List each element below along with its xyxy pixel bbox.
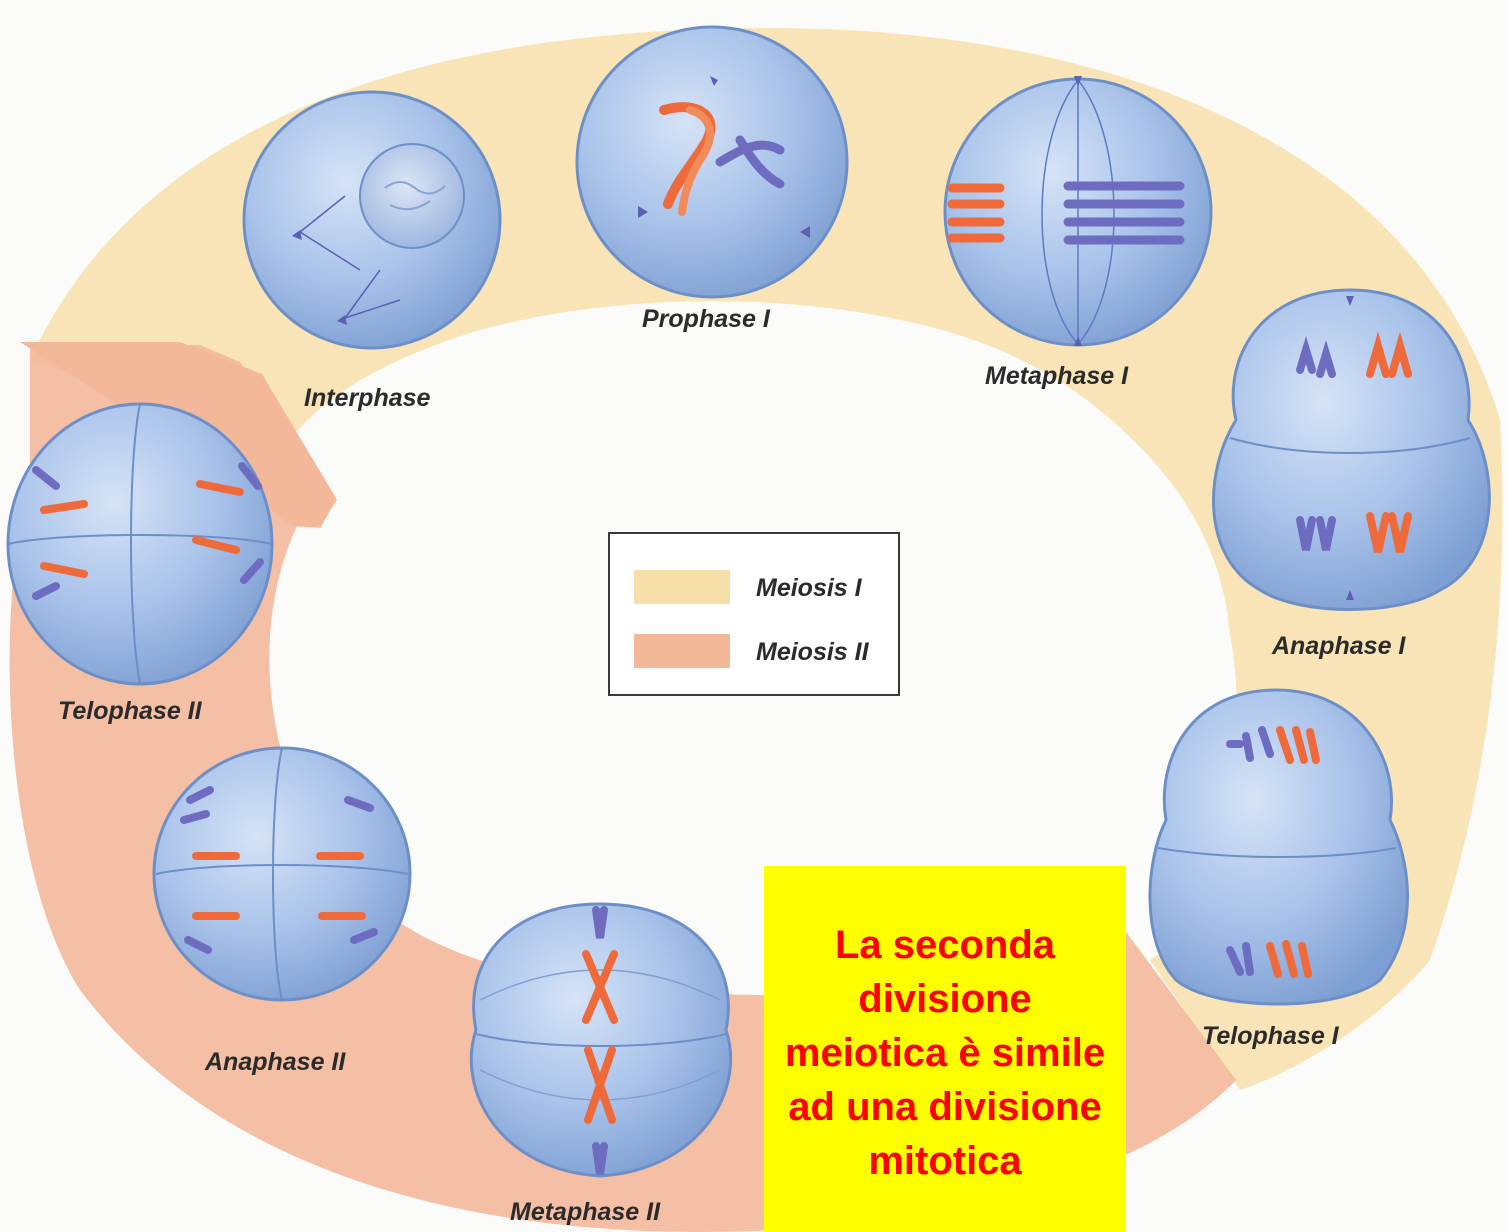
note-box: La seconda divisione meiotica è simile a… <box>764 866 1126 1232</box>
label-anaphase-2: Anaphase II <box>205 1048 345 1077</box>
label-metaphase-2: Metaphase II <box>510 1198 660 1227</box>
label-prophase-1: Prophase I <box>642 305 770 334</box>
label-anaphase-1: Anaphase I <box>1272 632 1405 661</box>
legend-label-meiosis-2: Meiosis II <box>756 638 869 667</box>
telophase-1-cell <box>1150 690 1408 1004</box>
legend-swatch-meiosis-1 <box>634 570 730 604</box>
label-telophase-1: Telophase I <box>1202 1022 1339 1051</box>
anaphase-1-cell <box>1213 290 1489 610</box>
interphase-cell <box>244 92 500 348</box>
label-metaphase-1: Metaphase I <box>985 362 1128 391</box>
telophase-2-cell <box>8 404 272 684</box>
metaphase-1-cell <box>945 76 1211 346</box>
legend-label-meiosis-1: Meiosis I <box>756 574 862 603</box>
legend: Meiosis I Meiosis II <box>608 532 900 696</box>
anaphase-2-cell <box>154 748 410 1000</box>
legend-swatch-meiosis-2 <box>634 634 730 668</box>
note-text: La seconda divisione meiotica è simile a… <box>780 918 1110 1188</box>
metaphase-2-cell <box>471 904 730 1176</box>
label-telophase-2: Telophase II <box>58 697 202 726</box>
label-interphase: Interphase <box>304 384 430 413</box>
prophase-1-cell <box>577 27 847 297</box>
